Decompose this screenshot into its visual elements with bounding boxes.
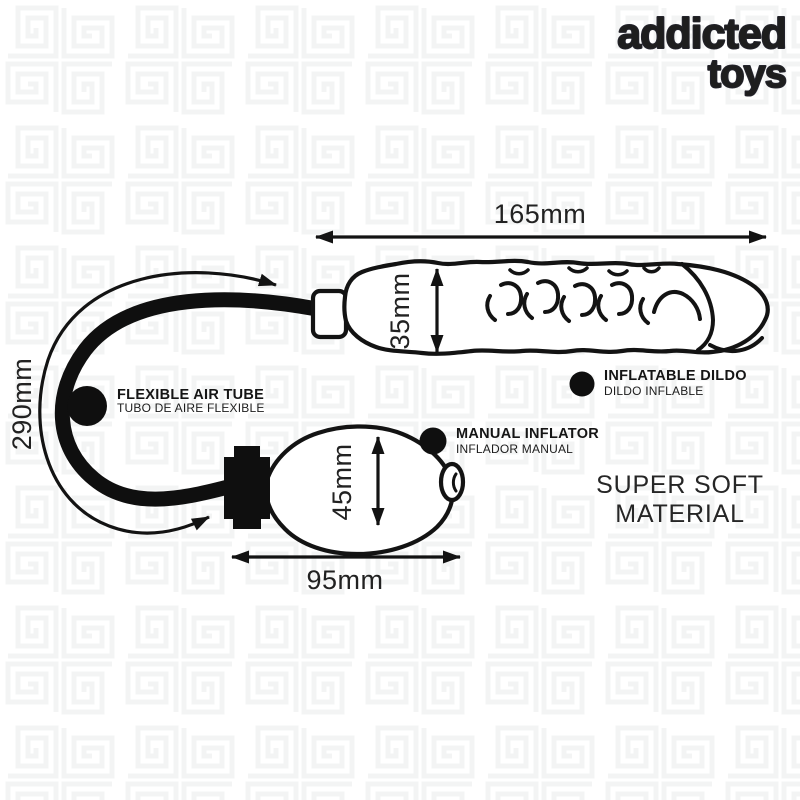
dildo-annotation: INFLATABLE DILDO DILDO INFLABLE [569, 368, 747, 398]
pump-height-dimension-label: 45mm [327, 443, 357, 520]
dildo-base-connector [310, 288, 349, 340]
material-note-line2: MATERIAL [615, 500, 745, 528]
material-note: SUPER SOFT MATERIAL [596, 471, 764, 528]
tube-dimension: 290mm [7, 271, 277, 535]
air-tube-annotation-title: FLEXIBLE AIR TUBE [117, 387, 264, 403]
inflator-annotation: MANUAL INFLATOR INFLADOR MANUAL [456, 426, 599, 456]
dildo-annotation-subtitle: DILDO INFLABLE [604, 384, 704, 398]
diameter-dimension: 35mm [385, 268, 444, 353]
inflator-annotation-subtitle: INFLADOR MANUAL [456, 442, 573, 456]
inflator-annotation-title: MANUAL INFLATOR [456, 426, 599, 442]
dildo-annotation-title: INFLATABLE DILDO [604, 368, 747, 384]
pump-valve-slit [451, 472, 458, 493]
pump-length-dimension: 95mm [231, 550, 461, 595]
pump-connector [224, 446, 270, 529]
dildo-annotation-bullet [569, 371, 595, 397]
brand-logo-word1: addicted [617, 10, 786, 58]
material-note-line1: SUPER SOFT [596, 471, 764, 499]
dildo-texture-curls [485, 279, 702, 325]
length-dimension: 165mm [315, 199, 767, 244]
dildo-head-ridge [680, 262, 715, 352]
air-tube-annotation-subtitle: TUBO DE AIRE FLEXIBLE [117, 401, 265, 415]
brand-logo: addicted toys [616, 9, 788, 97]
inflatable-dildo-illustration [310, 258, 770, 356]
pump-illustration [224, 424, 466, 557]
tube-dimension-label: 290mm [7, 358, 37, 451]
brand-logo-word2: toys [708, 52, 786, 96]
diameter-dimension-label: 35mm [385, 272, 415, 349]
length-dimension-label: 165mm [494, 199, 587, 229]
dildo-texture-ticks [508, 266, 661, 277]
dildo-head-crease [708, 336, 764, 354]
tube-dimension-arrow [38, 271, 277, 535]
pump-height-dimension: 45mm [327, 436, 385, 526]
air-tube-annotation: FLEXIBLE AIR TUBE TUBO DE AIRE FLEXIBLE [117, 387, 265, 415]
inflator-annotation-bullet [419, 427, 447, 455]
pump-length-dimension-label: 95mm [306, 565, 383, 595]
air-tube-node [67, 386, 107, 426]
